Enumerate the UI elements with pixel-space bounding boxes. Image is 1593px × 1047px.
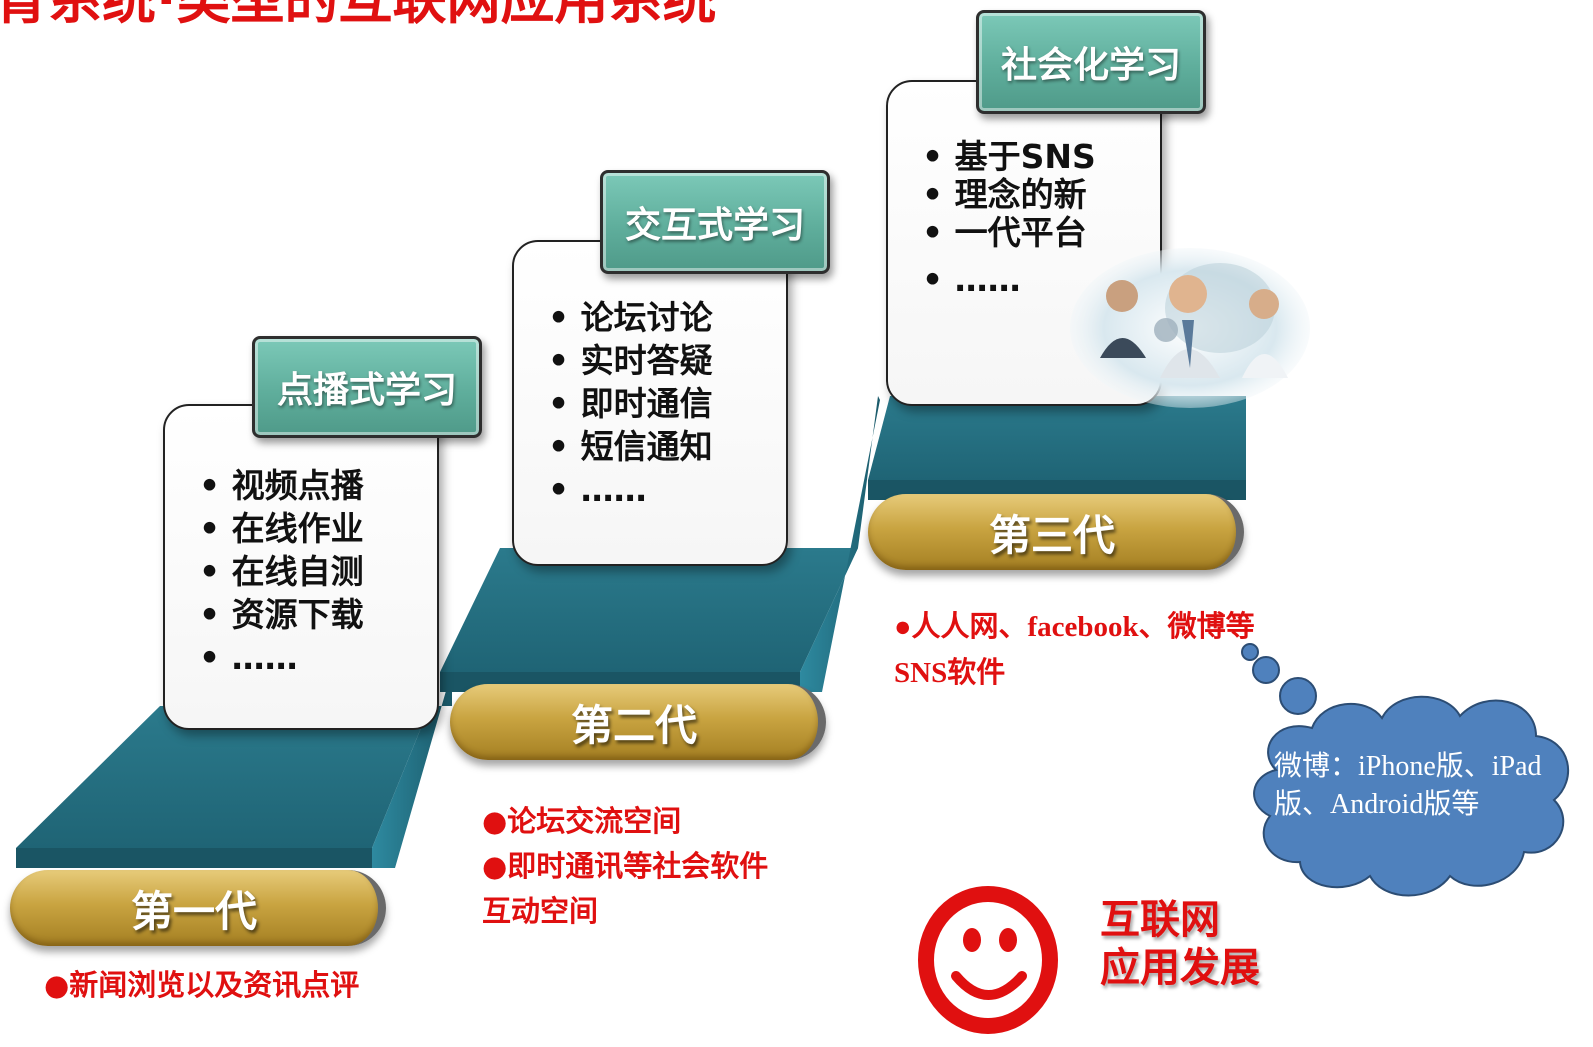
list-item: 视频点播 <box>199 464 437 507</box>
stair-step-3 <box>868 396 1246 480</box>
list-item: 短信通知 <box>548 425 786 468</box>
stage-3-items: 基于SNS 理念的新 一代平台 …… <box>888 82 1160 308</box>
stage-3-tag: 社会化学习 <box>976 10 1206 114</box>
stage-2-note-3: 互动空间 <box>482 894 599 928</box>
stage-1-note: ●新闻浏览以及资讯点评 <box>44 968 360 1002</box>
slogan: 互联网 应用发展 <box>1100 896 1260 992</box>
generation-1-badge: 第一代 <box>10 870 386 946</box>
list-item: …… <box>199 636 437 679</box>
list-item: 在线自测 <box>199 550 437 593</box>
list-item: 资源下载 <box>199 593 437 636</box>
stage-2-note-2: ●即时通讯等社会软件 <box>482 849 769 883</box>
generation-2-badge: 第二代 <box>450 684 826 760</box>
business-people-photo <box>1070 248 1310 408</box>
cloud-text: 微博：iPhone版、iPad版、Android版等 <box>1274 751 1542 820</box>
stage-1-tag: 点播式学习 <box>252 336 482 438</box>
smiley-face-icon <box>918 886 1058 1034</box>
list-item: 一代平台 <box>922 214 1160 252</box>
stage-3-note-2: SNS软件 <box>894 657 1006 689</box>
stage-2-card: 论坛讨论 实时答疑 即时通信 短信通知 …… <box>512 240 788 566</box>
slogan-line-1: 互联网 <box>1100 897 1220 943</box>
thought-cloud <box>1241 643 1570 897</box>
stage-2-items: 论坛讨论 实时答疑 即时通信 短信通知 …… <box>514 242 786 511</box>
stair-step-1 <box>16 706 430 848</box>
list-item: …… <box>548 468 786 511</box>
page-title: 教育系统·类型的互联网应用系统 <box>0 0 920 30</box>
list-item: 在线作业 <box>199 507 437 550</box>
list-item: 论坛讨论 <box>548 296 786 339</box>
stair-riser-2 <box>800 396 880 692</box>
list-item: 即时通信 <box>548 382 786 425</box>
stage-1-card: 视频点播 在线作业 在线自测 资源下载 …… <box>163 404 439 730</box>
stage-2-tag: 交互式学习 <box>600 170 830 274</box>
list-item: 理念的新 <box>922 176 1160 214</box>
list-item: 实时答疑 <box>548 339 786 382</box>
stage-1-items: 视频点播 在线作业 在线自测 资源下载 …… <box>165 406 437 679</box>
generation-3-badge: 第三代 <box>868 494 1244 570</box>
stage-3-note-1: ●人人网、facebook、微博等 <box>894 611 1255 643</box>
list-item: …… <box>922 252 1160 308</box>
stair-step-2 <box>440 548 858 672</box>
list-item: 基于SNS <box>922 138 1160 176</box>
slogan-line-2: 应用发展 <box>1100 945 1260 991</box>
stage-2-note-1: ●论坛交流空间 <box>482 804 682 838</box>
